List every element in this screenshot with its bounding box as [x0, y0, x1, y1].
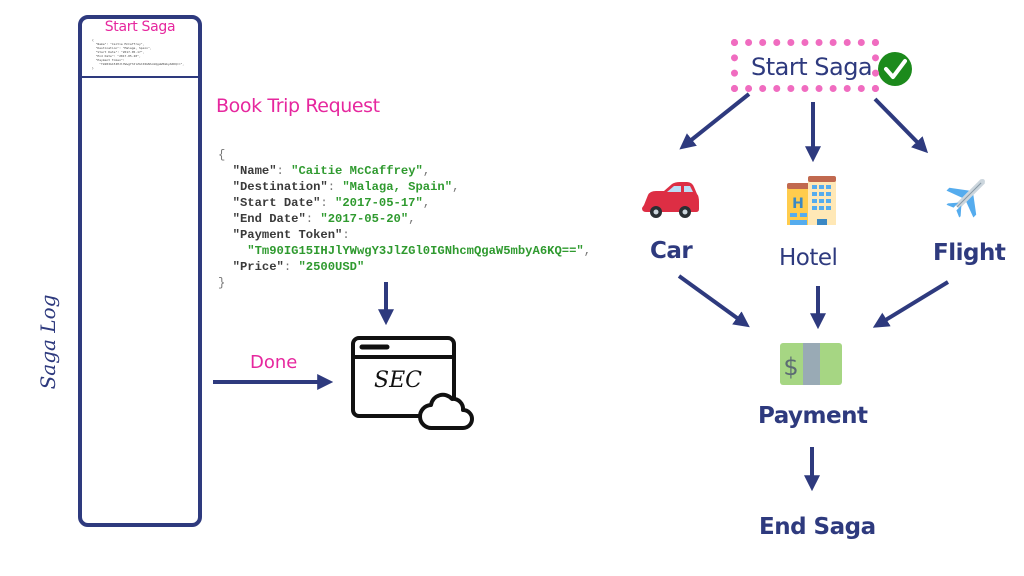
saga-log-entry-json: { "Name": "Caitie McCaffrey", "Destinati…: [92, 38, 184, 70]
check-mark-icon: [878, 52, 912, 86]
arrow-start-to-flight: [873, 97, 929, 154]
saga-log-json-line: "Payment Token":: [92, 58, 125, 62]
json-field-name: "Name": "Caitie McCaffrey",: [232, 164, 431, 178]
json-open-brace: {: [218, 148, 226, 162]
hotel-icon: H: [787, 176, 836, 225]
json-field-payment-token: "Payment Token": "Tm90IG15IHJlYWwgY3JlZG…: [232, 228, 592, 258]
json-field-price: "Price": "2500USD": [232, 260, 365, 274]
saga-log-json-line: }: [92, 66, 94, 70]
start-saga-label: Start Saga: [751, 53, 873, 81]
airplane-icon: [946, 179, 985, 218]
sec-label: SEC: [374, 368, 422, 393]
money-icon: $: [780, 343, 842, 385]
json-field-start-date: "Start Date": "2017-05-17",: [232, 196, 431, 210]
done-label: Done: [250, 352, 298, 373]
saga-log-json-line: {: [92, 38, 94, 42]
payment-label: Payment: [758, 403, 868, 429]
saga-log-entry-start: Start Saga { "Name": "Caitie McCaffrey",…: [82, 19, 198, 78]
svg-text:H: H: [792, 196, 804, 212]
json-field-end-date: "End Date": "2017-05-20",: [232, 212, 416, 226]
start-saga-highlight-box: [731, 39, 879, 92]
saga-log-panel: Start Saga { "Name": "Caitie McCaffrey",…: [78, 15, 202, 527]
saga-log-json-line: "Start Date": "2017-05-17",: [92, 50, 145, 54]
cloud-icon: [418, 392, 474, 430]
car-icon: [642, 182, 699, 218]
saga-log-json-line: "Tm90IG15IHJlYWwgY3JlZGl0IGNhcmQgaW5mbyA…: [92, 62, 185, 66]
end-saga-label: End Saga: [759, 514, 876, 540]
book-trip-request-title: Book Trip Request: [216, 95, 380, 117]
book-trip-request-json: { "Name": "Caitie McCaffrey", "Destinati…: [218, 131, 591, 291]
sec-window-icon: [351, 336, 456, 418]
saga-log-entry-title: Start Saga: [104, 19, 176, 35]
saga-log-json-line: "Destination": "Malaga, Spain",: [92, 46, 152, 50]
saga-log-json-line: "Name": "Caitie McCaffrey",: [92, 42, 145, 46]
json-field-destination: "Destination": "Malaga, Spain",: [232, 180, 460, 194]
svg-text:$: $: [783, 353, 798, 381]
hotel-label: Hotel: [779, 245, 838, 271]
arrow-flight-to-payment: [872, 280, 950, 328]
saga-log-json-line: "End Date": "2017-05-20",: [92, 54, 141, 58]
car-label: Car: [650, 238, 693, 264]
json-close-brace: }: [218, 276, 226, 290]
arrow-start-to-car: [679, 92, 751, 150]
arrow-car-to-payment: [677, 274, 750, 328]
flight-label: Flight: [933, 240, 1006, 266]
